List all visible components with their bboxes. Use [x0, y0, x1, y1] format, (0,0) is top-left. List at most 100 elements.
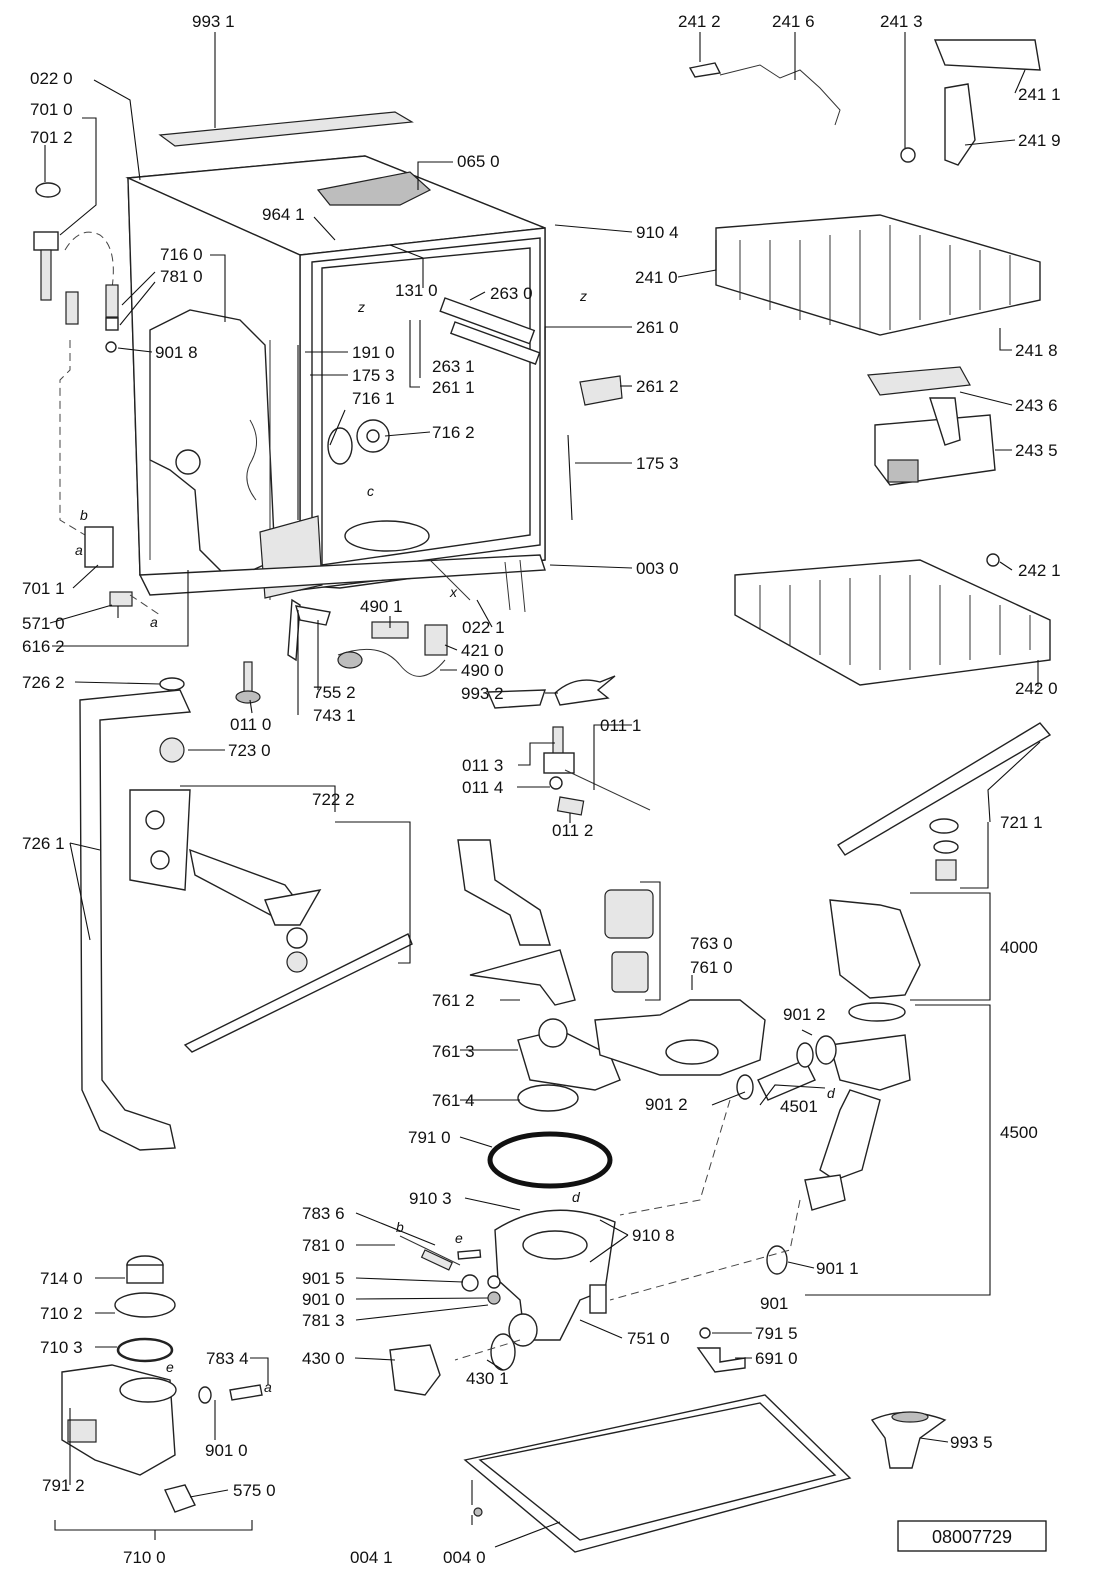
- routing-dashed-lines: [129, 594, 801, 1361]
- letter-c: c: [367, 483, 374, 499]
- leveling-foot: [543, 726, 651, 816]
- label-7100: 710 0: [123, 1548, 166, 1567]
- label-4301: 430 1: [466, 1369, 509, 1388]
- leader-lines: [44, 32, 1041, 1548]
- label-2421: 242 1: [1018, 561, 1061, 580]
- label-4300: 430 0: [302, 1349, 345, 1368]
- label-2413: 241 3: [880, 12, 923, 31]
- label-9010-b: 901 0: [205, 1441, 248, 1460]
- letter-e-2: e: [166, 1359, 174, 1375]
- label-7610: 761 0: [690, 958, 733, 977]
- label-7810-lower: 781 0: [302, 1236, 345, 1255]
- label-7162: 716 2: [432, 423, 475, 442]
- label-6162: 616 2: [22, 637, 65, 656]
- letter-a-3: a: [264, 1379, 272, 1395]
- label-2416: 241 6: [772, 12, 815, 31]
- label-9018: 901 8: [155, 343, 198, 362]
- label-7222: 722 2: [312, 790, 355, 809]
- drawing-code-box: 08007729: [897, 1520, 1047, 1552]
- label-2630: 263 0: [490, 284, 533, 303]
- letter-d-1: d: [572, 1189, 581, 1205]
- label-4501: 4501: [780, 1097, 818, 1116]
- label-9011: 901 1: [816, 1259, 859, 1278]
- tub-body: c z z x: [125, 155, 623, 613]
- label-2420: 242 0: [1015, 679, 1058, 698]
- upper-basket: [688, 39, 1041, 336]
- label-1753-a: 175 3: [352, 366, 395, 385]
- label-7614: 761 4: [432, 1091, 475, 1110]
- label-0040: 004 0: [443, 1548, 486, 1567]
- letter-e-1: e: [455, 1230, 463, 1246]
- label-2611: 261 1: [432, 378, 475, 397]
- label-1910: 191 0: [352, 343, 395, 362]
- label-7211: 721 1: [1000, 813, 1043, 832]
- part-drawings: c z z x: [33, 39, 1052, 1553]
- label-7230: 723 0: [228, 741, 271, 760]
- label-2412: 241 2: [678, 12, 721, 31]
- label-2419: 241 9: [1018, 131, 1061, 150]
- label-7161: 716 1: [352, 389, 395, 408]
- label-7431: 743 1: [313, 706, 356, 725]
- label-7012: 701 2: [30, 128, 73, 147]
- label-7010: 701 0: [30, 100, 73, 119]
- label-2631: 263 1: [432, 357, 475, 376]
- label-1310: 131 0: [395, 281, 438, 300]
- label-9931: 993 1: [192, 12, 235, 31]
- filter-parts: [604, 889, 654, 993]
- funnel: [870, 1411, 947, 1469]
- label-0221: 022 1: [462, 618, 505, 637]
- label-7915: 791 5: [755, 1324, 798, 1343]
- sump-small-parts: b e d d: [396, 1085, 836, 1373]
- label-4900: 490 0: [461, 661, 504, 680]
- label-2418: 241 8: [1015, 341, 1058, 360]
- label-9015: 901 5: [302, 1269, 345, 1288]
- label-4901: 490 1: [360, 597, 403, 616]
- label-0030: 003 0: [636, 559, 679, 578]
- label-7261: 726 1: [22, 834, 65, 853]
- label-9108: 910 8: [632, 1226, 675, 1245]
- label-9932: 993 2: [461, 684, 504, 703]
- label-9935: 993 5: [950, 1433, 993, 1452]
- label-7836: 783 6: [302, 1204, 345, 1223]
- label-7160: 716 0: [160, 245, 203, 264]
- lower-basket: [734, 553, 1051, 686]
- label-2436: 243 6: [1015, 396, 1058, 415]
- water-softener: e a: [61, 1255, 272, 1513]
- label-7912: 791 2: [42, 1476, 85, 1495]
- label-7510: 751 0: [627, 1329, 670, 1348]
- label-9010-a: 901 0: [302, 1290, 345, 1309]
- label-7552: 755 2: [313, 683, 356, 702]
- label-9012-upper: 901 2: [783, 1005, 826, 1024]
- label-5750: 575 0: [233, 1481, 276, 1500]
- label-5710: 571 0: [22, 614, 65, 633]
- label-901-cut: 901: [760, 1294, 788, 1313]
- label-0114: 011 4: [462, 778, 503, 797]
- label-7813: 781 3: [302, 1311, 345, 1330]
- label-7103: 710 3: [40, 1338, 83, 1357]
- label-0041: 004 1: [350, 1548, 393, 1567]
- label-7630: 763 0: [690, 934, 733, 953]
- letter-z-2: z: [579, 288, 587, 304]
- label-7810-upper: 781 0: [160, 267, 203, 286]
- label-0220: 022 0: [30, 69, 73, 88]
- feet-and-cable: [235, 598, 546, 709]
- letter-z-1: z: [357, 299, 365, 315]
- label-4500: 4500: [1000, 1123, 1038, 1142]
- part-number-labels: 993 1 022 0 701 0 701 2 065 0 964 1 910 …: [22, 12, 1061, 1567]
- letter-b-2: b: [396, 1219, 404, 1235]
- cutlery-basket: [866, 366, 996, 486]
- letter-x: x: [449, 584, 458, 600]
- label-2411: 241 1: [1018, 85, 1061, 104]
- letter-b-1: b: [80, 507, 88, 523]
- label-7140: 714 0: [40, 1269, 83, 1288]
- label-9103: 910 3: [409, 1189, 452, 1208]
- label-0110: 011 0: [230, 715, 271, 734]
- label-9641: 964 1: [262, 205, 305, 224]
- label-7613: 761 3: [432, 1042, 475, 1061]
- label-7612: 761 2: [432, 991, 475, 1010]
- upper-spray-arm: [836, 722, 1052, 881]
- left-hose-parts: b a a: [33, 182, 158, 630]
- label-2410: 241 0: [635, 268, 678, 287]
- label-2610: 261 0: [636, 318, 679, 337]
- label-7011: 701 1: [22, 579, 65, 598]
